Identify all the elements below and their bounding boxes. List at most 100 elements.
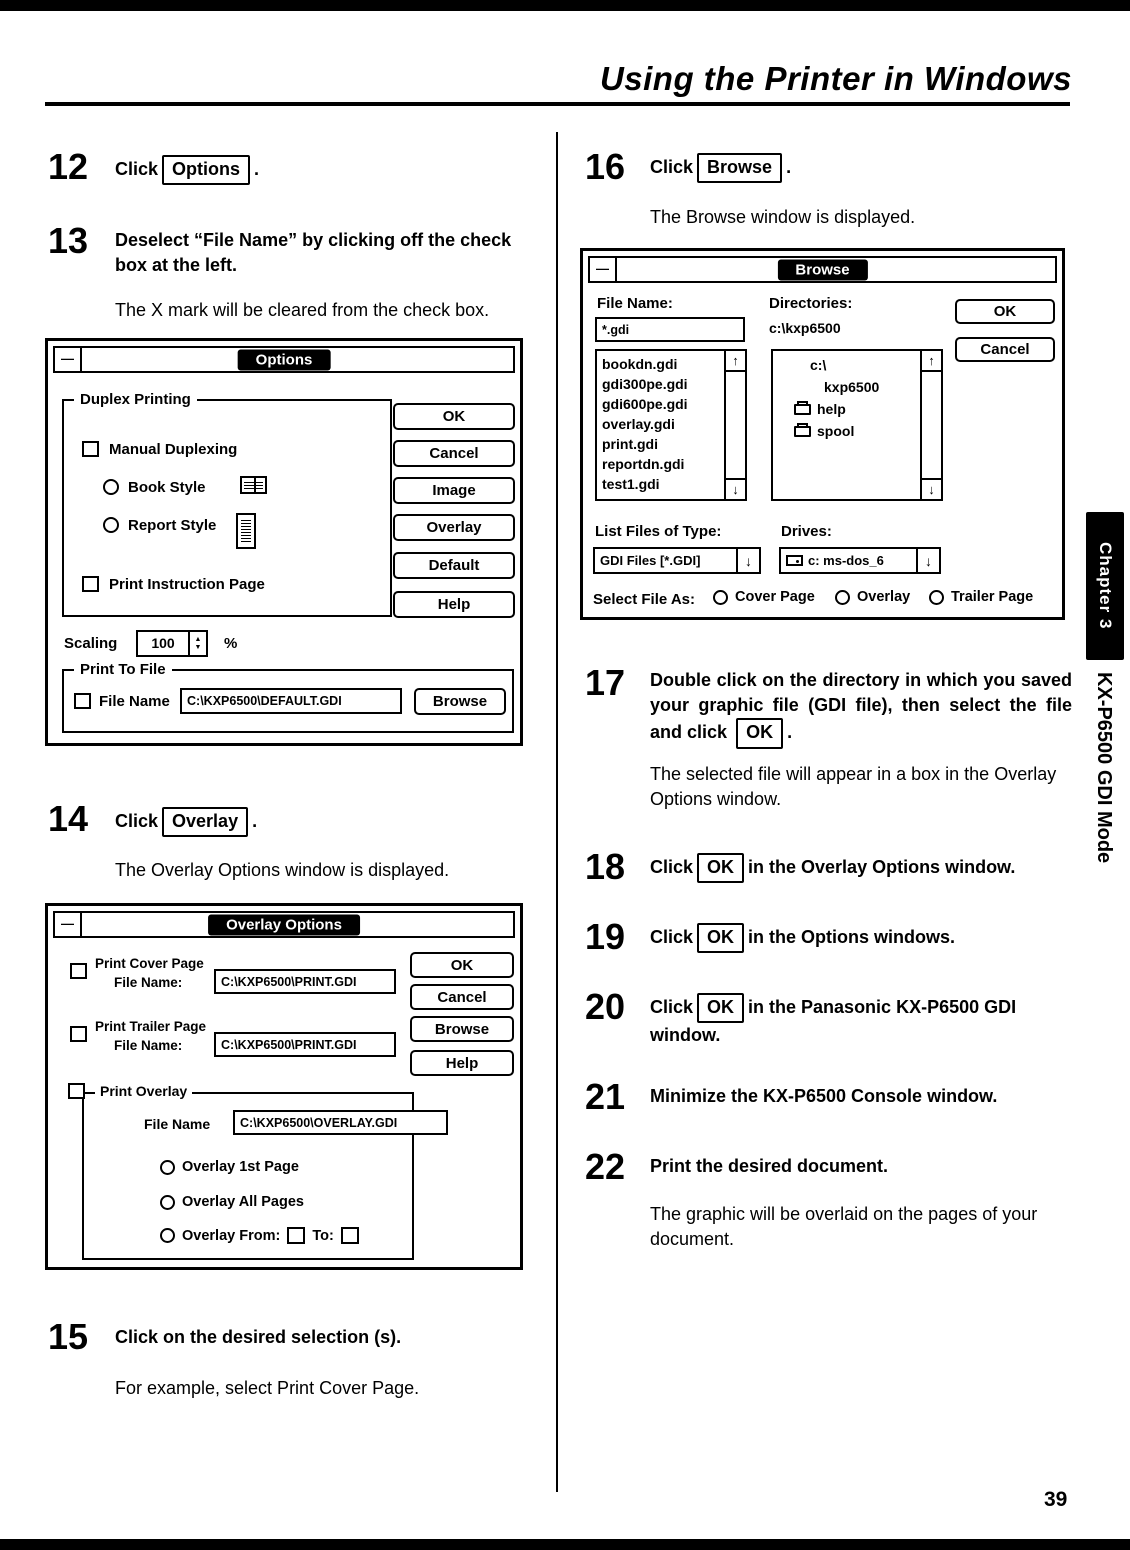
print-trailer-page-checkbox[interactable] [70,1026,87,1042]
overlay-cancel-button[interactable]: Cancel [410,984,514,1010]
directory-item[interactable]: spool [778,420,918,442]
step-16-pre: Click [650,157,694,177]
step-12-pre: Click [115,159,159,179]
options-button-ref: Options [162,155,251,186]
dropdown-arrow-icon[interactable]: ↓ [916,549,939,572]
browse-ok-button[interactable]: OK [955,299,1055,324]
scroll-down-icon[interactable]: ↓ [922,478,941,499]
column-divider [556,132,558,1492]
print-instruction-checkbox[interactable] [82,576,99,592]
dropdown-arrow-icon[interactable]: ↓ [736,549,759,572]
file-item[interactable]: reportdn.gdi [602,456,685,472]
file-item[interactable]: print.gdi [602,436,658,452]
book-style-label: Book Style [128,479,206,496]
browse-cancel-button[interactable]: Cancel [955,337,1055,362]
step-21-number: 21 [585,1076,626,1117]
overlay-all-pages-option[interactable]: Overlay All Pages [160,1194,304,1210]
page-title: Using the Printer in Windows [599,60,1072,97]
directory-list-scrollbar[interactable]: ↑ ↓ [920,351,941,499]
book-style-radio[interactable] [103,479,119,495]
print-cover-page-checkbox[interactable] [70,963,87,979]
minimize-icon[interactable]: — [590,258,617,281]
overlay-to-field[interactable] [340,1227,359,1244]
minimize-icon[interactable]: — [55,348,82,371]
scaling-stepper[interactable]: 100 ▲▼ [136,630,208,657]
cover-file-field[interactable]: C:\KXP6500\PRINT.GDI [214,969,396,994]
file-name-checkbox[interactable] [74,693,91,709]
step-19-number: 19 [585,916,626,957]
mode-label: KX-P6500 GDI Mode [1093,672,1115,864]
options-browse-button[interactable]: Browse [414,688,506,715]
step-14-para: The Overlay Options window is displayed. [115,860,450,880]
drives-dropdown[interactable]: c: ms-dos_6 ↓ [779,547,941,574]
overlay-help-button[interactable]: Help [410,1050,514,1076]
folder-icon [794,422,811,437]
minimize-dash: — [61,351,74,366]
step-14-pre: Click [115,811,159,831]
spinner-down-icon[interactable]: ▼ [194,643,202,651]
trailer-page-option[interactable]: Trailer Page [929,589,1033,605]
directory-item[interactable]: c:\ [810,357,827,373]
file-list[interactable]: bookdn.gdi gdi300pe.gdi gdi600pe.gdi ove… [595,349,747,501]
print-overlay-checkbox[interactable] [68,1083,85,1099]
overlay-options-dialog: — Overlay Options Print Cover Page File … [45,903,523,1270]
directory-item[interactable]: kxp6500 [824,379,880,395]
file-pattern-field[interactable]: *.gdi [595,317,745,342]
step-22-para: The graphic will be overlaid on the page… [650,1204,1038,1250]
scaling-spinner-icons[interactable]: ▲▼ [188,632,206,655]
step-14-post: . [252,811,258,831]
file-item[interactable]: gdi600pe.gdi [602,396,688,412]
overlay-1st-page-option[interactable]: Overlay 1st Page [160,1159,299,1175]
overlay-all-pages-radio[interactable] [160,1194,175,1210]
manual-duplexing-checkbox[interactable] [82,441,99,457]
cover-page-radio[interactable] [713,589,728,605]
file-item[interactable]: bookdn.gdi [602,356,678,372]
options-overlay-button[interactable]: Overlay [393,514,515,541]
overlay-button-ref: Overlay [162,807,249,838]
directory-item[interactable]: help [778,398,918,420]
overlay-radio[interactable] [835,589,850,605]
step-13-number: 13 [48,220,89,261]
drives-label: Drives: [781,523,832,540]
print-cover-page-label: Print Cover Page [95,956,204,971]
file-item[interactable]: overlay.gdi [602,416,675,432]
overlay-from-option[interactable]: Overlay From:To: [160,1227,359,1244]
directory-list[interactable]: c:\ kxp6500 help spool ↑ ↓ [771,349,943,501]
overlay-ok-button[interactable]: OK [410,952,514,978]
file-item[interactable]: test1.gdi [602,476,660,492]
spinner-up-icon[interactable]: ▲ [194,635,202,643]
overlay-from-radio[interactable] [160,1228,175,1243]
duplex-printing-group: Duplex Printing [62,391,392,617]
step-17-post: . [787,722,793,743]
options-image-button[interactable]: Image [393,477,515,504]
file-item[interactable]: gdi300pe.gdi [602,376,688,392]
file-type-dropdown[interactable]: GDI Files [*.GDI] ↓ [593,547,761,574]
scroll-up-icon[interactable]: ↑ [726,351,745,372]
options-cancel-button[interactable]: Cancel [393,440,515,467]
minimize-icon[interactable]: — [55,913,82,936]
overlay-option[interactable]: Overlay [835,589,910,605]
file-list-scrollbar[interactable]: ↑ ↓ [724,351,745,499]
trailer-page-radio[interactable] [929,589,944,605]
options-help-button[interactable]: Help [393,591,515,618]
options-default-button[interactable]: Default [393,552,515,579]
scroll-up-icon[interactable]: ↑ [922,351,941,372]
overlay-from-field[interactable] [287,1227,306,1244]
cover-page-option[interactable]: Cover Page [713,589,815,605]
scroll-down-icon[interactable]: ↓ [726,478,745,499]
options-ok-button[interactable]: OK [393,403,515,430]
file-type-value: GDI Files [*.GDI] [600,553,701,568]
trailer-file-field[interactable]: C:\KXP6500\PRINT.GDI [214,1032,396,1057]
ok-button-ref: OK [697,923,745,954]
report-style-radio[interactable] [103,517,119,533]
step-17-para: The selected file will appear in a box i… [650,764,1057,810]
overlay-browse-button[interactable]: Browse [410,1016,514,1042]
file-name-field[interactable]: C:\KXP6500\DEFAULT.GDI [180,688,402,714]
drives-value: c: ms-dos_6 [808,553,884,568]
overlay-1st-page-radio[interactable] [160,1159,175,1175]
step-15-para: For example, select Print Cover Page. [115,1378,420,1398]
overlay-file-field[interactable]: C:\KXP6500\OVERLAY.GDI [233,1110,448,1135]
step-16-post: . [786,157,792,177]
